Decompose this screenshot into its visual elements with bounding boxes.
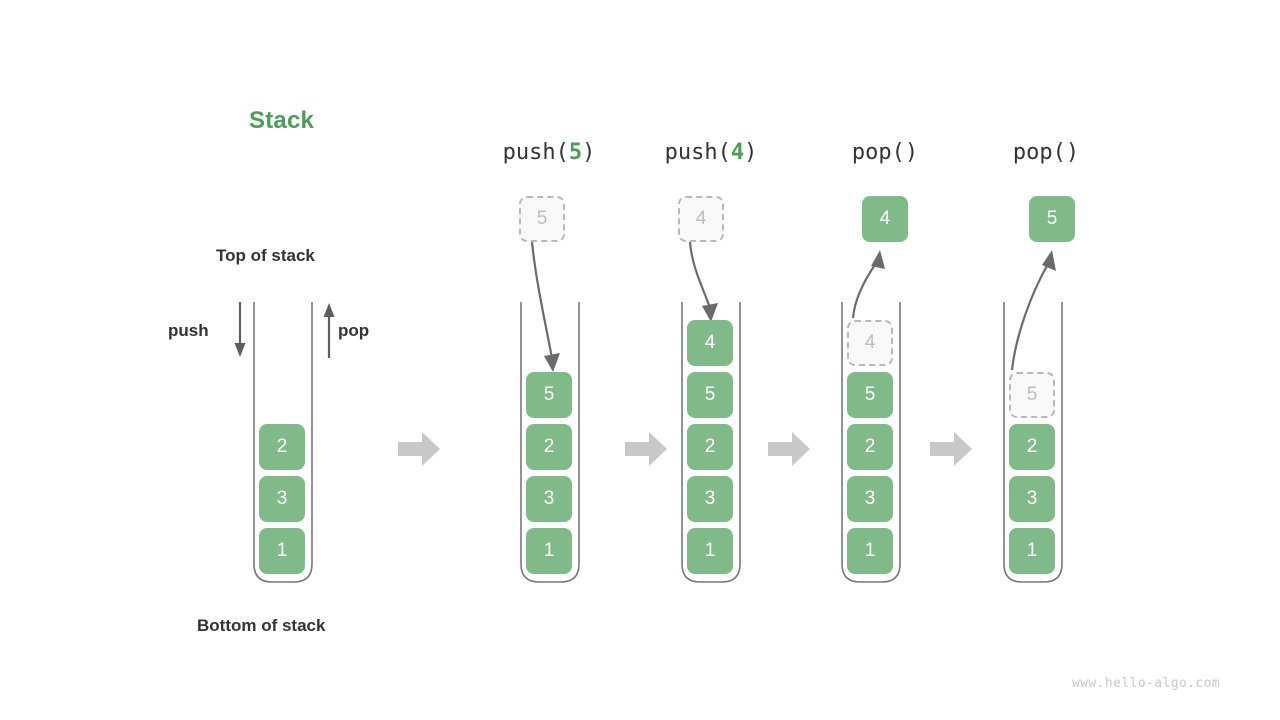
stack-item: 5 — [526, 372, 572, 418]
op-prefix: push( — [664, 140, 731, 165]
push-label: push — [168, 321, 209, 340]
bottom-of-stack-label: Bottom of stack — [197, 616, 326, 635]
stack-item: 1 — [847, 528, 893, 574]
operation-title-push-5: push(5) — [459, 140, 639, 165]
stack-item: 1 — [259, 528, 305, 574]
operation-title-pop-5: pop() — [956, 140, 1136, 165]
op-arg: 4 — [730, 140, 745, 165]
watermark: www.hello-algo.com — [1072, 676, 1221, 691]
operation-title-push-4: push(4) — [621, 140, 801, 165]
pop-5-motion-arrow-icon — [1010, 250, 1056, 371]
op-suffix: ) — [582, 140, 596, 165]
floating-box-pop-5: 5 — [1029, 196, 1075, 242]
stack-item: 3 — [847, 476, 893, 522]
stack-item: 1 — [687, 528, 733, 574]
flow-arrow-4 — [930, 432, 972, 466]
stack-item: 2 — [259, 424, 305, 470]
stack-item: 3 — [687, 476, 733, 522]
stack-item-removed: 4 — [847, 320, 893, 366]
top-of-stack-label: Top of stack — [216, 246, 315, 265]
stack-item: 3 — [1009, 476, 1055, 522]
op-suffix: ) — [1065, 140, 1080, 165]
push-5-motion-arrow-icon — [530, 241, 560, 372]
floating-box-push-5: 5 — [519, 196, 565, 242]
op-prefix: pop( — [851, 140, 905, 165]
stack-item: 2 — [687, 424, 733, 470]
page-title: Stack — [249, 107, 315, 134]
floating-box-push-4: 4 — [678, 196, 724, 242]
flow-arrow-1 — [398, 432, 440, 466]
op-suffix: ) — [744, 140, 758, 165]
stack-item: 2 — [847, 424, 893, 470]
operation-title-pop-4: pop() — [795, 140, 975, 165]
stack-item: 5 — [687, 372, 733, 418]
stack-item: 2 — [1009, 424, 1055, 470]
pop-4-motion-arrow-icon — [851, 250, 885, 319]
op-prefix: pop( — [1012, 140, 1066, 165]
pop-label: pop — [338, 321, 370, 340]
floating-box-pop-4: 4 — [862, 196, 908, 242]
op-arg: 5 — [568, 140, 583, 165]
op-prefix: push( — [502, 140, 569, 165]
stack-item: 3 — [526, 476, 572, 522]
push-4-motion-arrow-icon — [688, 241, 718, 322]
stack-item: 5 — [847, 372, 893, 418]
stack-item-removed: 5 — [1009, 372, 1055, 418]
stack-item: 1 — [1009, 528, 1055, 574]
op-suffix: ) — [904, 140, 919, 165]
stack-item: 1 — [526, 528, 572, 574]
flow-arrow-3 — [768, 432, 810, 466]
stack-item: 2 — [526, 424, 572, 470]
push-down-arrow-icon — [234, 302, 246, 357]
pop-up-arrow-icon — [323, 303, 335, 358]
stack-item: 4 — [687, 320, 733, 366]
flow-arrow-2 — [625, 432, 667, 466]
stack-item: 3 — [259, 476, 305, 522]
